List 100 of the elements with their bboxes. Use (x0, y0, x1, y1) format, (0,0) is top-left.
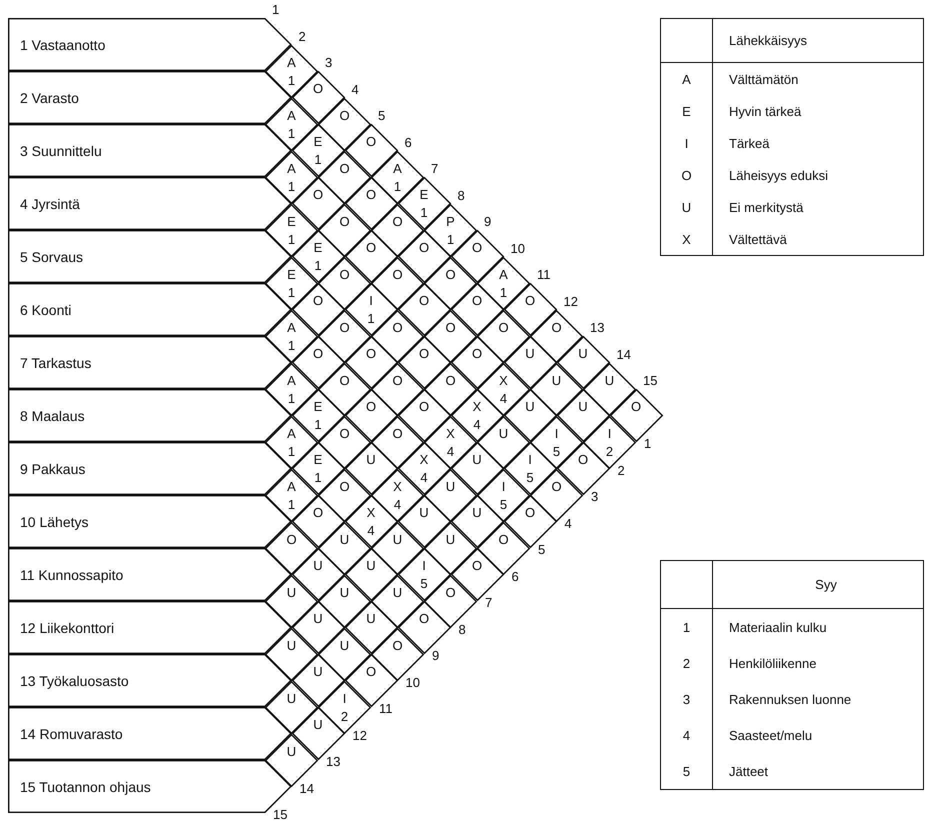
rating-letter: U (366, 611, 376, 626)
rating-letter: U (578, 346, 588, 361)
row-number: 11 (379, 701, 392, 716)
row-number: 15 (643, 373, 658, 388)
rating-letter: U (286, 690, 296, 706)
row-number: 7 (485, 595, 492, 610)
reason-number: 1 (288, 72, 296, 88)
reason-number: 1 (314, 152, 322, 167)
row-number: 9 (484, 214, 492, 229)
reason-description: Rakennuksen luonne (729, 692, 852, 706)
reason-number: 2 (606, 444, 614, 458)
rating-letter: X (420, 452, 428, 467)
rating-code: X (682, 232, 691, 246)
rating-letter: U (604, 372, 614, 388)
rating-letter: O (392, 372, 403, 388)
department-label: 8 Maalaus (20, 406, 85, 424)
rating-letter: O (445, 266, 456, 282)
reason-number: 4 (446, 444, 454, 458)
rating-letter: O (524, 505, 536, 520)
department-label: 10 Lähetys (20, 512, 88, 530)
rating-letter: U (313, 664, 323, 679)
rating-letter: X (393, 478, 402, 494)
table-header: Syy (815, 577, 837, 592)
reason-number: 1 (288, 496, 296, 512)
rating-letter: U (498, 426, 508, 440)
rating-letter: E (314, 399, 322, 414)
reason-code: 5 (682, 764, 690, 778)
reason-number: 1 (288, 390, 296, 406)
rating-letter: A (287, 54, 296, 70)
rating-letter: O (339, 372, 350, 388)
reason-code: 3 (682, 692, 690, 706)
rating-letter: I (608, 426, 612, 440)
rating-letter: O (418, 611, 430, 626)
rating-letter: A (287, 478, 296, 494)
rating-letter: A (287, 372, 296, 388)
reason-number: 1 (288, 444, 296, 458)
rating-letter: I (502, 478, 506, 494)
row-number: 4 (564, 516, 572, 530)
rating-letter: A (499, 266, 508, 282)
rating-letter: U (340, 584, 350, 600)
rating-code: A (682, 72, 691, 86)
rating-letter: A (287, 426, 296, 440)
rating-letter: O (366, 134, 376, 149)
rating-letter: U (392, 584, 402, 600)
rating-letter: A (287, 108, 296, 122)
rating-letter: O (392, 638, 403, 652)
rating-letter: X (446, 426, 455, 440)
row-number: 8 (458, 188, 465, 202)
rating-letter: O (418, 399, 430, 414)
rating-letter: O (472, 240, 482, 255)
rating-letter: O (472, 346, 482, 361)
reason-description: Saasteet/melu (729, 728, 812, 742)
rating-description: Vältettävä (729, 232, 787, 246)
reason-number: 5 (552, 444, 560, 458)
row-number: 1 (272, 2, 280, 17)
rating-letter: O (498, 320, 509, 334)
rating-letter: O (551, 478, 562, 494)
rating-letter: U (392, 532, 402, 546)
rating-letter: A (287, 160, 296, 176)
rating-letter: O (366, 346, 376, 361)
department-label: 9 Pakkaus (20, 460, 86, 478)
rating-letter: X (472, 399, 482, 414)
rating-letter: O (472, 293, 482, 308)
reason-number: 5 (526, 470, 534, 485)
rating-letter: U (340, 638, 350, 652)
rating-letter: U (472, 505, 482, 520)
reason-number: 4 (500, 390, 508, 406)
rating-letter: O (339, 478, 350, 494)
rating-letter: U (313, 717, 323, 732)
reason-number: 1 (420, 205, 428, 220)
rating-letter: O (366, 399, 376, 414)
reason-number: 4 (367, 523, 375, 538)
department-label: 11 Kunnossapito (20, 566, 124, 584)
row-number: 6 (404, 134, 412, 150)
rating-letter: X (499, 372, 508, 388)
rating-description: Välttämätön (729, 72, 798, 86)
rating-letter: O (418, 346, 430, 361)
reason-number: 4 (473, 417, 481, 432)
row-number: 12 (352, 728, 367, 742)
row-number: 6 (512, 568, 519, 584)
reason-number: 1 (500, 284, 508, 300)
reason-description: Materiaalin kulku (729, 620, 827, 634)
rating-letter: O (445, 584, 456, 600)
row-number: 4 (352, 82, 359, 96)
rating-letter: U (419, 505, 429, 520)
reason-code: 2 (682, 656, 690, 670)
reason-number: 1 (446, 232, 454, 246)
rating-letter: O (312, 187, 324, 202)
department-label: 2 Varasto (20, 88, 79, 106)
rating-letter: O (339, 108, 350, 122)
rating-letter: U (340, 532, 350, 546)
rating-letter: X (366, 505, 376, 520)
rating-letter: U (286, 584, 296, 600)
rating-letter: U (313, 558, 323, 573)
rating-letter: O (339, 320, 350, 334)
row-number: 12 (564, 294, 578, 308)
department-label: 5 Sorvaus (20, 248, 84, 266)
rating-description: Tärkeä (729, 136, 770, 150)
rating-letter: A (287, 320, 296, 334)
rating-letter: O (339, 214, 350, 228)
